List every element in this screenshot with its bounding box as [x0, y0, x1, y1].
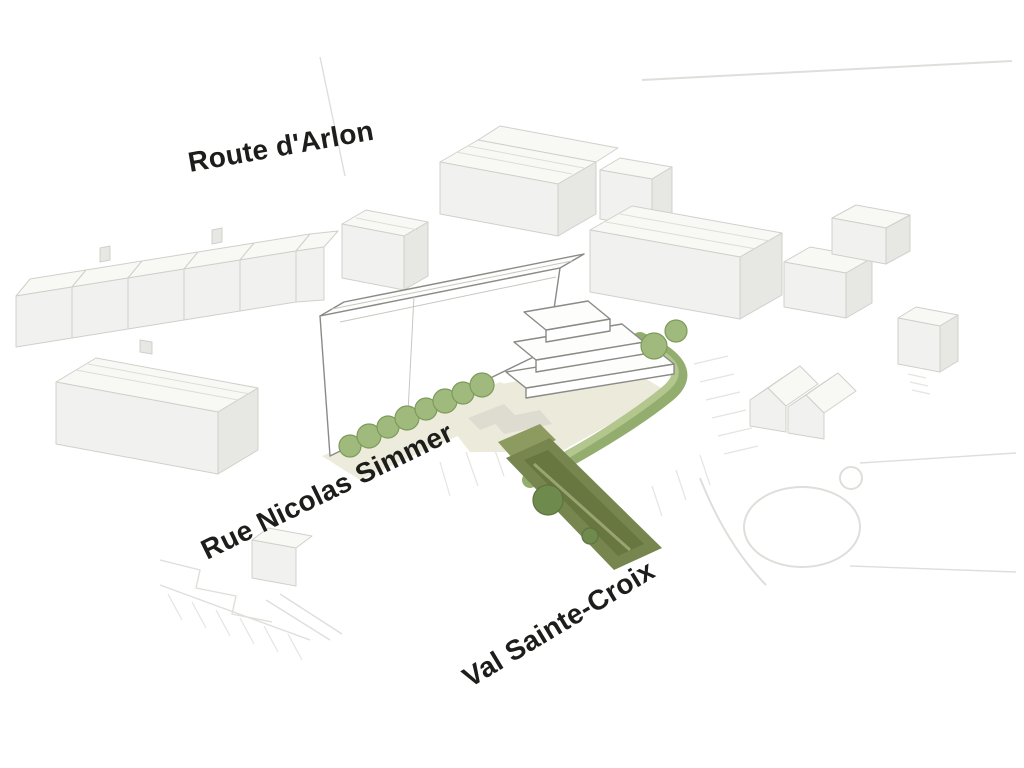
house-northeast [831, 204, 911, 265]
terrain-hatching [159, 355, 759, 661]
row-houses-northwest [15, 227, 339, 348]
building-northeast-large [589, 205, 783, 320]
building-west-large [55, 339, 259, 475]
project-building-long [319, 253, 585, 457]
building-north-large [439, 125, 619, 237]
house-north-small [341, 209, 429, 291]
street-label-val-sainte-croix: Val Sainte-Croix [457, 554, 660, 693]
roads [319, 56, 1017, 586]
project-building-stepped [505, 300, 675, 399]
building-east-annex [783, 246, 873, 319]
path-olive [498, 424, 662, 570]
street-label-route-darlon: Route d'Arlon [186, 115, 376, 178]
context-buildings [15, 125, 959, 641]
twin-houses-east [749, 365, 857, 440]
trees [338, 319, 688, 545]
project-site [319, 253, 688, 570]
house-east-small [897, 306, 959, 395]
structures-southwest [159, 527, 343, 641]
roundabout [743, 486, 861, 568]
